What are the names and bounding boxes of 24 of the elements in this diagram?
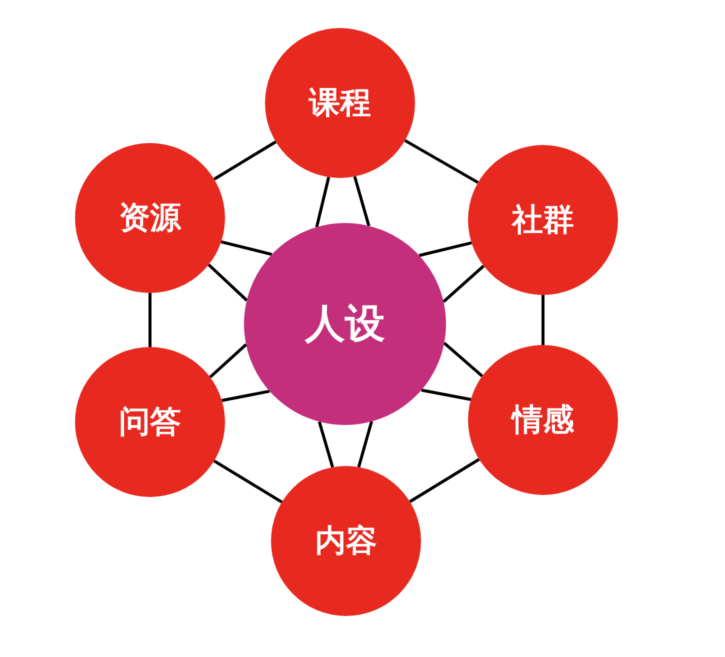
circle-label: 课程 xyxy=(309,86,371,120)
connector-line xyxy=(442,264,485,303)
circle-label: 资源 xyxy=(119,200,181,236)
circle-label: 人设 xyxy=(305,302,385,346)
connector-line xyxy=(404,139,479,184)
circle-label: 情感 xyxy=(512,402,574,438)
connector-line xyxy=(443,342,484,378)
connector-line xyxy=(213,460,283,504)
connector-line xyxy=(213,140,277,180)
circle-label: 内容 xyxy=(315,524,377,558)
connector-line xyxy=(353,176,370,226)
circle-label: 问答 xyxy=(119,404,181,440)
connector-line xyxy=(357,421,374,468)
connector-line xyxy=(148,293,152,347)
connector-line xyxy=(542,295,544,345)
connector-line xyxy=(409,458,480,503)
connector-line xyxy=(220,240,272,256)
connector-line xyxy=(222,390,270,402)
connector-line xyxy=(209,343,248,378)
connector-line xyxy=(315,176,330,228)
circle-label: 社群 xyxy=(512,202,574,238)
connector-line xyxy=(208,264,248,302)
connector-line xyxy=(318,421,334,468)
connector-line xyxy=(418,241,472,257)
